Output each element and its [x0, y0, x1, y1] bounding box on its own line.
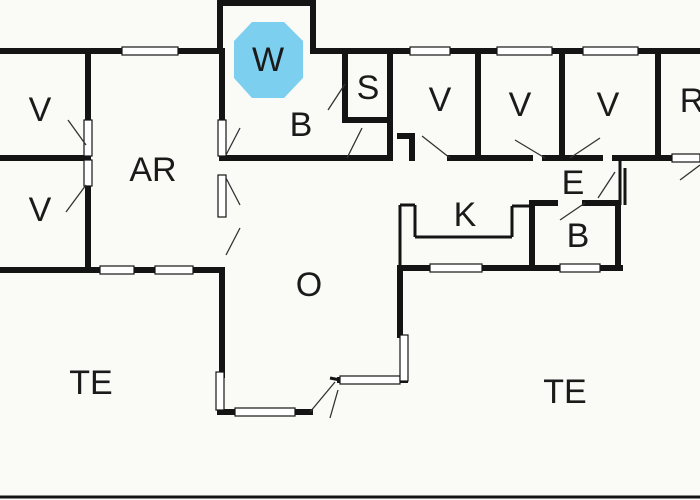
room-label-b1: B	[290, 106, 313, 144]
room-label-r: R	[680, 82, 700, 120]
room-label-v2: V	[29, 191, 52, 229]
room-label-te1: TE	[69, 364, 112, 402]
windows	[83, 46, 700, 417]
room-label-te2: TE	[543, 373, 586, 411]
wood-stove	[234, 22, 303, 98]
room-label-e: E	[562, 164, 585, 202]
room-label-ar: AR	[129, 151, 176, 189]
octagon-icon	[234, 22, 303, 98]
room-label-b2: B	[567, 217, 590, 255]
room-label-v3: V	[429, 81, 452, 119]
room-label-s: S	[357, 69, 380, 107]
room-label-o: O	[296, 266, 322, 304]
room-label-w: W	[252, 41, 284, 79]
room-label-v4: V	[509, 86, 532, 124]
room-labels: V V AR W B S V V V R E K B O TE TE	[29, 41, 700, 411]
room-label-v1: V	[29, 91, 52, 129]
doors	[65, 83, 700, 419]
room-label-v5: V	[597, 86, 620, 124]
room-label-k: K	[454, 196, 477, 234]
